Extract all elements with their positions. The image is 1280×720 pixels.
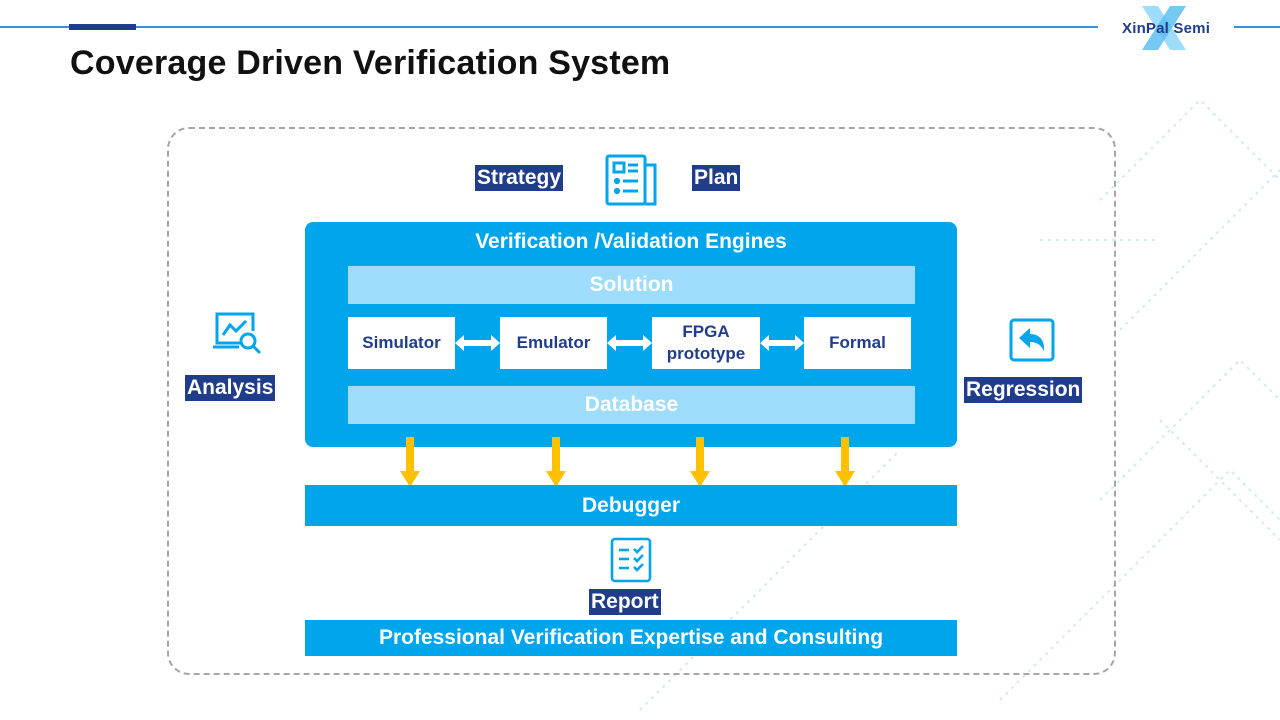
debugger-bar: Debugger xyxy=(305,485,957,526)
checklist-icon xyxy=(610,537,652,583)
simulator-box: Simulator xyxy=(348,317,455,369)
consulting-bar: Professional Verification Expertise and … xyxy=(305,620,957,656)
report-label: Report xyxy=(589,589,661,615)
chart-magnifier-icon xyxy=(213,312,262,355)
fpga-prototype-label: FPGA prototype xyxy=(666,322,746,363)
header-accent-bar xyxy=(69,24,136,30)
page-title: Coverage Driven Verification System xyxy=(70,44,671,82)
double-arrow-icon xyxy=(455,335,500,351)
double-arrow-icon xyxy=(607,335,652,351)
plan-label: Plan xyxy=(692,165,741,191)
solution-bar: Solution xyxy=(348,266,915,304)
return-arrow-icon xyxy=(1009,318,1055,362)
header-rule xyxy=(0,26,1098,28)
strategy-label: Strategy xyxy=(475,165,564,191)
logo-x-mark xyxy=(1142,6,1186,50)
down-arrow-icon xyxy=(835,437,855,487)
down-arrow-icon xyxy=(546,437,566,487)
fpga-prototype-box: FPGA prototype xyxy=(652,317,760,369)
engines-title: Verification /Validation Engines xyxy=(475,230,787,253)
logo-text: XinPal Semi xyxy=(1122,20,1211,37)
double-arrow-icon xyxy=(760,335,804,351)
formal-box: Formal xyxy=(804,317,911,369)
header-rule-right xyxy=(1234,26,1280,28)
company-logo: XinPal Semi xyxy=(1112,6,1222,50)
regression-label: Regression xyxy=(964,377,1083,403)
diagram-frame xyxy=(167,127,1116,675)
database-bar: Database xyxy=(348,386,915,424)
down-arrow-icon xyxy=(400,437,420,487)
document-plan-icon xyxy=(605,154,657,206)
down-arrow-icon xyxy=(690,437,710,487)
emulator-box: Emulator xyxy=(500,317,607,369)
analysis-label: Analysis xyxy=(185,375,276,401)
